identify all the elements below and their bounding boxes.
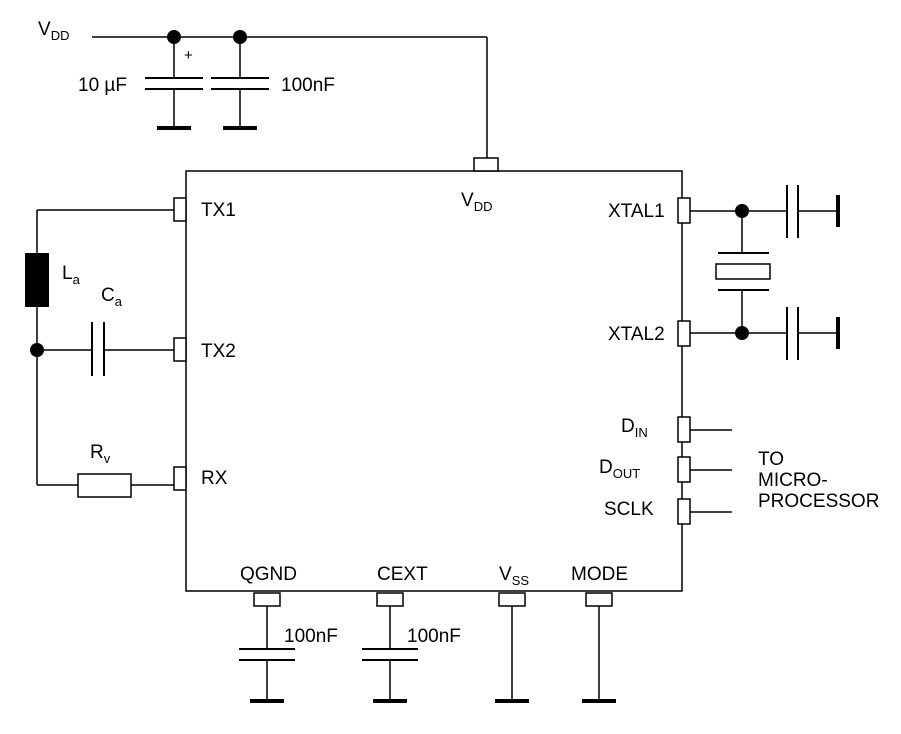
inductor-la-label: La [62, 263, 81, 287]
pin-qgnd-label: QGND [240, 564, 297, 585]
qgnd-network [239, 606, 295, 703]
resistor-rv-label: Rv [90, 442, 111, 466]
pin-dout-label: DOUT [599, 457, 640, 481]
cap-10uf [145, 37, 203, 130]
pin-xtal1-label: XTAL1 [608, 201, 665, 222]
pin-vss-label: VSS [499, 564, 529, 588]
pin-tx1 [173, 197, 187, 222]
micro-label-line1: TO [758, 449, 784, 470]
pin-din [677, 416, 691, 443]
pin-rx-label: RX [201, 468, 228, 489]
pin-xtal1 [677, 197, 691, 224]
pin-vdd [473, 157, 499, 172]
capacitor-ca-label: Ca [101, 285, 123, 309]
inductor-la [25, 253, 49, 307]
pin-tx2 [173, 337, 187, 362]
mode-network [582, 606, 616, 703]
pin-xtal2-label: XTAL2 [608, 324, 665, 345]
pin-cext-label: CEXT [377, 564, 428, 585]
pin-mode-label: MODE [571, 564, 628, 585]
resistor-rv [77, 473, 132, 498]
pin-vdd-label: VDD [461, 190, 492, 214]
pin-tx2-label: TX2 [201, 341, 236, 362]
micro-label-line2: MICRO- [758, 470, 828, 491]
micro-interface [690, 429, 732, 513]
pin-mode [585, 592, 613, 607]
pin-rx [173, 466, 187, 491]
cap-100nf-supply-label: 100nF [281, 75, 335, 96]
crystal-network [690, 185, 840, 360]
xtal2-junction [735, 326, 749, 340]
pin-din-label: DIN [621, 416, 648, 440]
pin-sclk [677, 498, 691, 525]
pin-tx1-label: TX1 [201, 200, 236, 221]
micro-label-line3: PROCESSOR [758, 491, 879, 512]
pin-vss [498, 592, 526, 607]
pin-qgnd [253, 592, 281, 607]
vdd-supply-label: VDD [38, 19, 69, 43]
cap-100nf-supply [211, 37, 269, 130]
pin-cext [376, 592, 404, 607]
chip: VDD TX1 TX2 RX XTAL1 XTAL2 DIN DOUT SCLK… [173, 157, 691, 607]
chip-body [185, 170, 683, 592]
cap-10uf-label: 10 µF [78, 75, 127, 96]
pin-sclk-label: SCLK [604, 499, 654, 520]
vss-network [495, 606, 529, 703]
cap-10uf-polarity: + [184, 47, 193, 64]
supply-network: VDD + 10 µF 100nF [38, 19, 488, 158]
antenna-network [25, 209, 174, 498]
qgnd-cap-label: 100nF [284, 626, 338, 647]
cext-cap-label: 100nF [407, 626, 461, 647]
pin-dout [677, 456, 691, 483]
cext-network [362, 606, 418, 703]
pin-xtal2 [677, 320, 691, 347]
crystal-resonator [715, 263, 771, 280]
